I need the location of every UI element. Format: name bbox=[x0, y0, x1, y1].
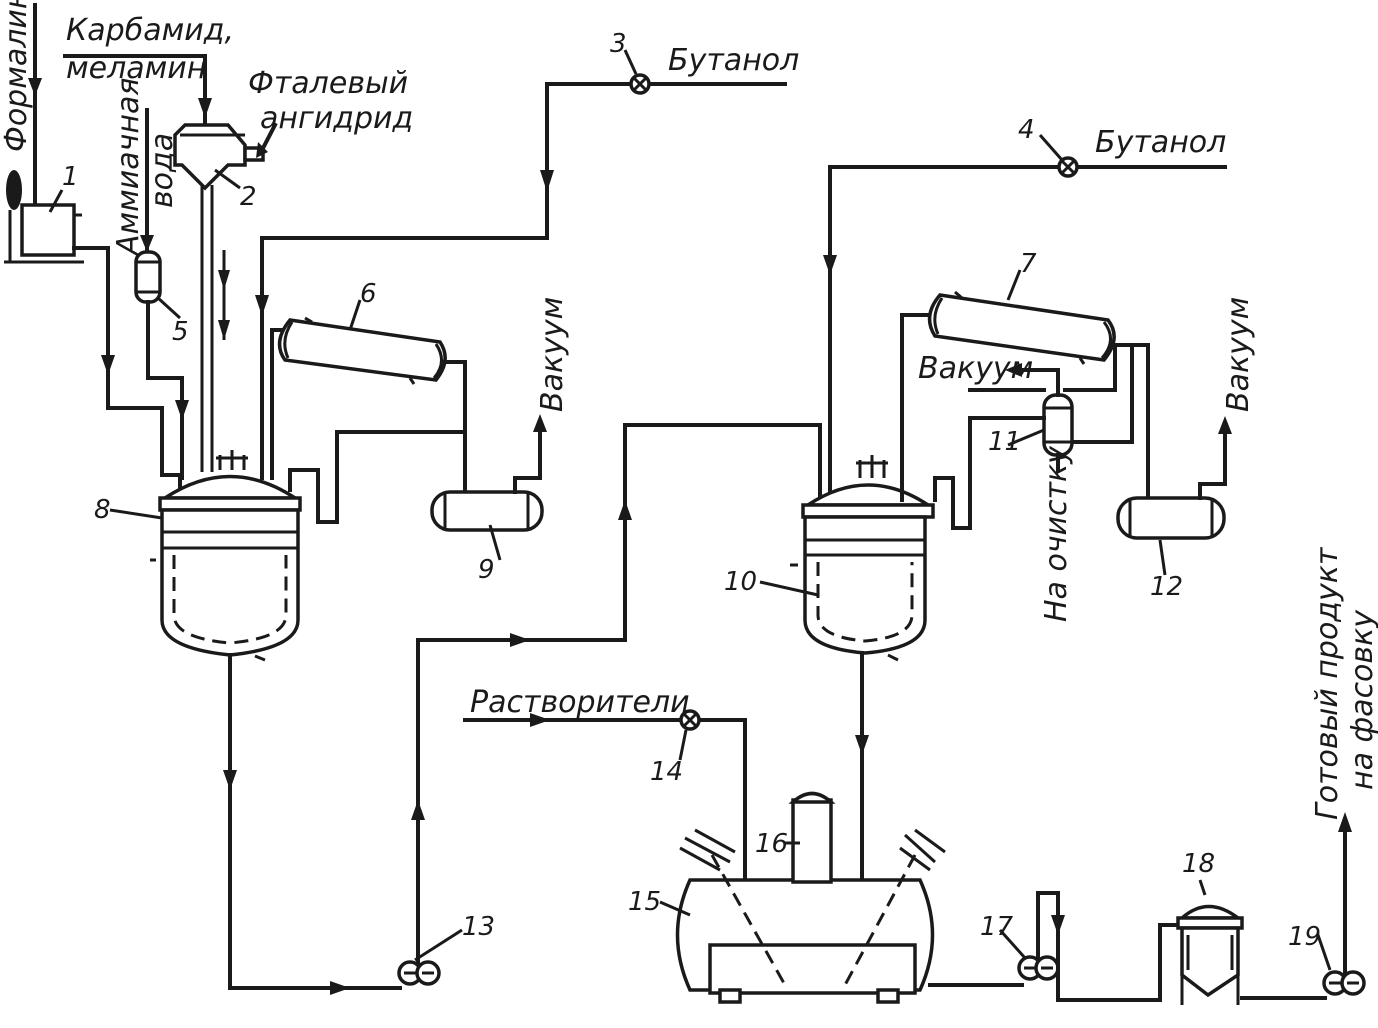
pipe-hopper2-reactor8 bbox=[200, 185, 214, 472]
pipe-reactor10-condenser7 bbox=[900, 313, 937, 502]
filter-18 bbox=[1176, 904, 1244, 1005]
pipe-pump17-filter18 bbox=[1036, 891, 1180, 1002]
vacuum-line-9 bbox=[513, 428, 542, 494]
valve-4[interactable] bbox=[1038, 134, 1079, 178]
butanol-label-4: Бутанол bbox=[1095, 125, 1226, 160]
pipe-reactor8-receiver9 bbox=[288, 430, 467, 524]
phthalic-anhydride-feed bbox=[259, 122, 278, 153]
product-label-2: на фасовку bbox=[1345, 609, 1378, 790]
number-14: 14 bbox=[650, 757, 683, 787]
vacuum-label-12: Вакуум bbox=[1221, 297, 1256, 412]
formalin-label: Формалин bbox=[0, 0, 34, 152]
reactor-10 bbox=[790, 455, 935, 662]
number-10: 10 bbox=[724, 567, 757, 597]
phthalic-label-1: Фталевый bbox=[248, 66, 408, 101]
number-13: 13 bbox=[462, 912, 495, 942]
pump-19[interactable] bbox=[1322, 970, 1366, 996]
number-11: 11 bbox=[988, 427, 1021, 457]
to-cleaning-label: На очистку bbox=[1039, 445, 1074, 622]
formalin-feed-line bbox=[6, 3, 42, 210]
number-16: 16 bbox=[755, 829, 788, 859]
vacuum-line-11 bbox=[1018, 368, 1060, 397]
phthalic-label-2: ангидрид bbox=[260, 101, 413, 136]
receiver-12 bbox=[1116, 496, 1226, 540]
solvents-label: Растворители bbox=[470, 685, 690, 720]
pipe-condenser6-receiver9 bbox=[443, 360, 467, 497]
vacuum-label-11: Вакуум bbox=[918, 351, 1033, 386]
measuring-vessel-5 bbox=[134, 250, 162, 304]
number-15: 15 bbox=[628, 887, 661, 917]
butanol-line-4 bbox=[828, 165, 1227, 497]
receiver-9 bbox=[430, 490, 544, 532]
condenser-7 bbox=[927, 290, 1116, 365]
vacuum-line-12 bbox=[1198, 430, 1227, 500]
number-7: 7 bbox=[1020, 249, 1037, 279]
separator-11 bbox=[1042, 393, 1074, 457]
pipe-reactor8-pump13 bbox=[228, 653, 402, 990]
ammonia-label-1: Аммиачная bbox=[111, 78, 146, 257]
number-3: 3 bbox=[610, 29, 627, 59]
condenser-6 bbox=[277, 316, 447, 385]
melamine-label: меламин bbox=[66, 51, 206, 86]
pipe-condenser7-receiver12 bbox=[1113, 343, 1150, 500]
solvents-line bbox=[463, 718, 747, 882]
number-8: 8 bbox=[94, 495, 111, 525]
number-17: 17 bbox=[980, 912, 1014, 942]
pipe-condenser7-separator11 bbox=[1063, 343, 1117, 392]
valve-3[interactable] bbox=[623, 49, 651, 95]
number-4: 4 bbox=[1018, 115, 1035, 145]
reactor-8 bbox=[150, 450, 302, 662]
mixing-tank-15 bbox=[675, 828, 946, 1004]
ammonia-label-2: вода bbox=[145, 133, 180, 208]
pipe-vessel5-reactor8 bbox=[146, 300, 184, 480]
number-6: 6 bbox=[360, 279, 377, 309]
pump-13[interactable] bbox=[397, 960, 441, 986]
pump-17[interactable] bbox=[1017, 955, 1060, 981]
number-19: 19 bbox=[1288, 922, 1321, 952]
number-18: 18 bbox=[1182, 849, 1215, 879]
carbamide-label: Карбамид, bbox=[66, 13, 234, 48]
pipe-tank1-reactor8 bbox=[72, 246, 182, 492]
measuring-tank-1 bbox=[4, 203, 84, 264]
number-5: 5 bbox=[172, 317, 189, 347]
product-label-1: Готовый продукт bbox=[1310, 546, 1345, 820]
number-2: 2 bbox=[240, 182, 257, 212]
pipe-reactor10-vent bbox=[933, 416, 1046, 530]
pipe-pump13-reactor10 bbox=[416, 423, 822, 964]
butanol-line-3 bbox=[260, 82, 787, 480]
vacuum-label-9: Вакуум bbox=[535, 297, 570, 412]
hopper-2 bbox=[173, 123, 265, 191]
number-9: 9 bbox=[478, 555, 495, 585]
butanol-label-3: Бутанол bbox=[668, 43, 799, 78]
valve-14[interactable] bbox=[678, 709, 701, 761]
number-1: 1 bbox=[62, 162, 79, 192]
dome-16 bbox=[788, 791, 836, 884]
number-12: 12 bbox=[1150, 572, 1183, 602]
